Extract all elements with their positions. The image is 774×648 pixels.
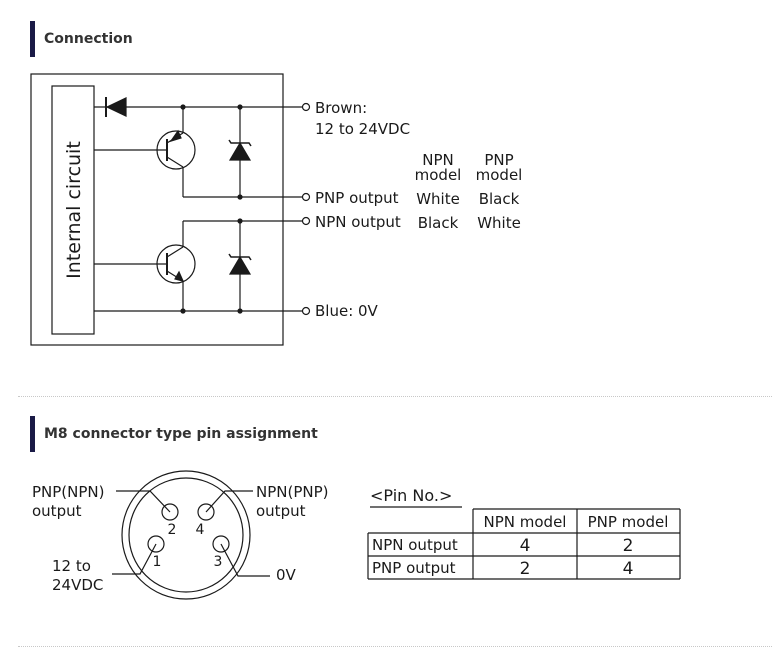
connection-heading: Connection bbox=[30, 21, 133, 57]
pin-number: 1 bbox=[153, 554, 162, 570]
circuit-diagram bbox=[30, 73, 311, 346]
pin-number: 4 bbox=[196, 522, 205, 538]
leader-line bbox=[116, 490, 171, 513]
wire-color-cell: White bbox=[416, 190, 460, 208]
pnp-transistor-icon bbox=[94, 107, 196, 197]
zener-diode-icon bbox=[228, 107, 252, 197]
npn-output-label: NPN output bbox=[315, 213, 401, 231]
pin-table-cell: 4 bbox=[623, 559, 634, 579]
leader-line bbox=[220, 543, 270, 577]
connector-label: NPN(PNP) bbox=[256, 483, 329, 501]
pin-table bbox=[367, 508, 681, 580]
pin-number: 2 bbox=[168, 522, 177, 538]
npn-transistor-icon bbox=[94, 221, 196, 311]
pin-2-icon bbox=[161, 503, 179, 521]
pin-table-header: NPN model bbox=[484, 513, 567, 531]
connector-label: output bbox=[256, 502, 306, 520]
pin-table-cell: 2 bbox=[623, 536, 634, 556]
npn-model-header: NPN bbox=[422, 151, 454, 169]
pin-1-icon bbox=[147, 535, 165, 553]
pin-table-cell: 4 bbox=[520, 536, 531, 556]
wire-color-cell: White bbox=[477, 214, 521, 232]
zener-diode-icon bbox=[228, 221, 252, 311]
pin-table-row-label: PNP output bbox=[372, 559, 456, 577]
connector-label: PNP(NPN) bbox=[32, 483, 105, 501]
internal-circuit-box bbox=[51, 85, 95, 335]
connector-label: 0V bbox=[276, 566, 297, 584]
npn-model-header: model bbox=[415, 166, 462, 184]
pin-table-title: <Pin No.> bbox=[370, 486, 452, 505]
pnp-model-header: PNP bbox=[484, 151, 513, 169]
pin-3-icon bbox=[212, 535, 230, 553]
leader-line bbox=[205, 490, 253, 513]
connector-label: 12 to bbox=[52, 557, 91, 575]
pin-assignment-heading: M8 connector type pin assignment bbox=[30, 416, 318, 452]
pnp-model-header: model bbox=[476, 166, 523, 184]
section-divider bbox=[18, 646, 772, 647]
diode-icon bbox=[105, 97, 127, 117]
connector-label: output bbox=[32, 502, 82, 520]
connector-label: 24VDC bbox=[52, 576, 103, 594]
pnp-output-label: PNP output bbox=[315, 189, 399, 207]
brown-label: Brown: bbox=[315, 99, 367, 117]
terminal-icons bbox=[301, 102, 311, 316]
pin-table-cell: 2 bbox=[520, 559, 531, 579]
leader-line bbox=[112, 543, 157, 575]
pin-4-icon bbox=[197, 503, 215, 521]
internal-circuit-label: Internal circuit bbox=[63, 141, 85, 279]
pin-table-header: PNP model bbox=[588, 513, 669, 531]
pin-table-row-label: NPN output bbox=[372, 536, 458, 554]
pin-number: 3 bbox=[214, 554, 223, 570]
brown-voltage-label: 12 to 24VDC bbox=[315, 120, 410, 138]
sensor-outline bbox=[30, 73, 284, 346]
wire-color-cell: Black bbox=[418, 214, 459, 232]
section-divider bbox=[18, 396, 772, 397]
junction-dots bbox=[180, 104, 243, 314]
blue-label: Blue: 0V bbox=[315, 302, 379, 320]
connector-inner-ring bbox=[128, 477, 244, 593]
m8-connector-diagram bbox=[112, 470, 270, 600]
connector-outer-ring bbox=[121, 470, 251, 600]
wire-color-cell: Black bbox=[479, 190, 520, 208]
